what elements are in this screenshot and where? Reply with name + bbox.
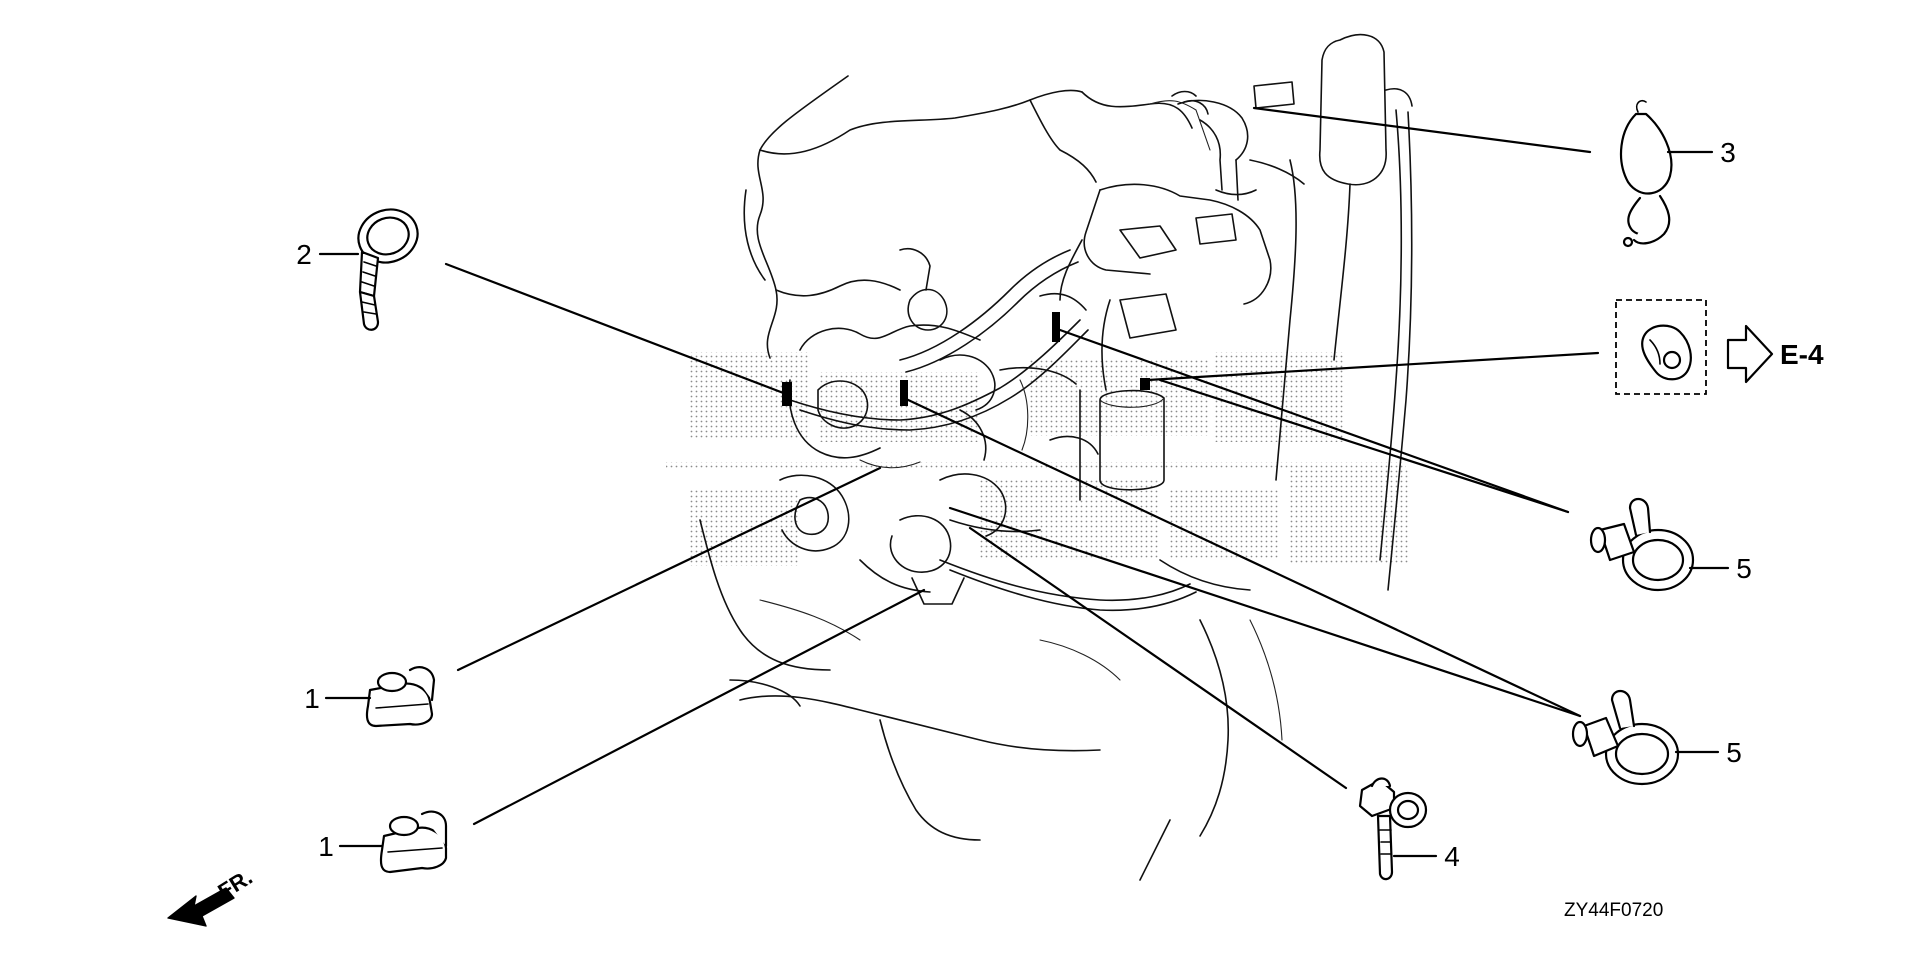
hose-clamp-upper-icon xyxy=(1589,497,1695,592)
callout-part-1-lower: 1 xyxy=(318,831,334,862)
leader-line-part-5-upper-a xyxy=(1058,328,1570,514)
leader-line-part-2 xyxy=(444,262,788,396)
leader-line-part-1-upper xyxy=(456,466,882,672)
engine-assembly-illustration xyxy=(666,33,1413,881)
wire-clamp-lower-icon xyxy=(379,810,448,874)
callout-part-5-lower: 5 xyxy=(1726,737,1742,768)
leader-line-part-3 xyxy=(1252,106,1592,154)
drawing-code: ZY44F0720 xyxy=(1564,900,1663,921)
front-direction-arrow-icon xyxy=(167,887,235,927)
callout-part-5-upper: 5 xyxy=(1736,553,1752,584)
leader-line-part-5-lower-a xyxy=(902,396,1582,718)
hose-clamp-lower-icon xyxy=(1571,689,1680,786)
callout-part-1-upper: 1 xyxy=(304,683,320,714)
callout-part-3: 3 xyxy=(1720,137,1736,168)
leader-line-part-5-upper-b xyxy=(1158,378,1570,514)
harness-band-icon xyxy=(1358,777,1428,881)
reference-label: E-4 xyxy=(1780,339,1824,370)
reference-arrow-icon xyxy=(1726,324,1774,384)
cable-tie-icon xyxy=(357,208,419,331)
reference-box xyxy=(1615,299,1707,395)
leader-line-part-1-lower xyxy=(472,588,926,826)
wire-clip-icon xyxy=(1620,99,1673,248)
callout-part-2: 2 xyxy=(296,239,312,270)
callout-part-4: 4 xyxy=(1444,841,1460,872)
leader-lines xyxy=(444,106,1600,826)
leader-line-reference xyxy=(1146,351,1600,382)
wire-clamp-upper-icon xyxy=(365,666,436,728)
leader-line-part-5-lower-b xyxy=(948,506,1582,718)
watermark-dot-pattern xyxy=(666,352,1410,566)
leader-line-part-4 xyxy=(968,526,1348,790)
callout-ticks xyxy=(318,150,1730,858)
